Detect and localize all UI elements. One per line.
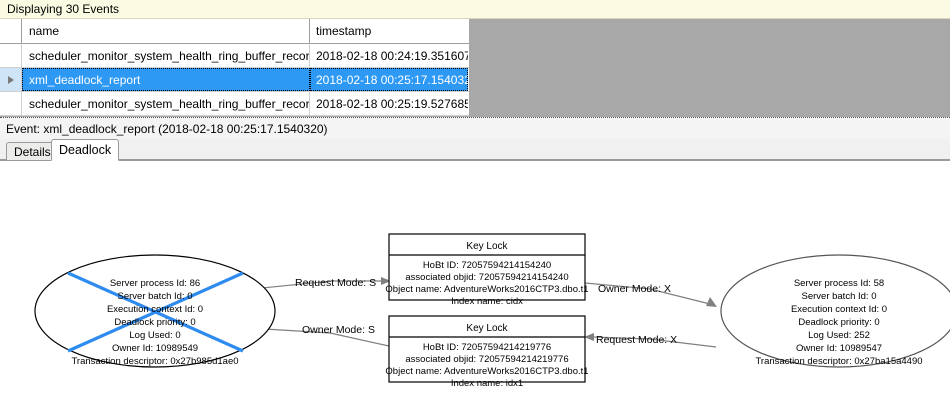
process-right-line-6: Transaction descriptor: 0x27ba15a4490	[755, 356, 922, 367]
edge-right-owner-label: Owner Mode: X	[598, 283, 671, 295]
displaying-events-bar: Displaying 30 Events	[0, 0, 950, 19]
keylock-top-line-3: Index name: cidx	[451, 296, 523, 307]
displaying-events-label: Displaying 30 Events	[7, 2, 120, 16]
process-left-line-6: Transaction descriptor: 0x27b985d1ae0	[71, 356, 238, 367]
process-left-line-5: Owner Id: 10989549	[112, 343, 198, 354]
process-right-line-1: Server batch Id: 0	[802, 291, 877, 302]
process-left-line-0: Server process Id: 86	[110, 278, 200, 289]
process-right-line-5: Owner Id: 10989547	[796, 343, 882, 354]
keylock-bottom-line-1: associated objid: 72057594214219776	[405, 354, 568, 365]
edge-right-request: Request Mode: X	[584, 333, 717, 348]
keylock-top-line-0: HoBt ID: 72057594214154240	[423, 260, 551, 271]
grid-header-row: name timestamp	[0, 19, 469, 44]
tab-deadlock-label: Deadlock	[59, 143, 112, 157]
tab-deadlock[interactable]: Deadlock	[51, 139, 120, 161]
edge-left-owner: Owner Mode: S	[257, 324, 390, 347]
tab-strip: Details Deadlock	[0, 139, 950, 161]
process-right-line-4: Log Used: 252	[808, 330, 870, 341]
keylock-bottom-line-3: Index name: idx1	[451, 378, 523, 389]
process-right-line-2: Execution context Id: 0	[791, 304, 887, 315]
grid-header-selector-cell	[0, 19, 22, 43]
grid-header-timestamp[interactable]: timestamp	[316, 24, 372, 38]
edge-right-request-label: Request Mode: X	[596, 334, 677, 346]
process-right-line-0: Server process Id: 58	[794, 278, 884, 289]
edge-right-owner: Owner Mode: X	[584, 282, 717, 307]
row-selector-cell[interactable]	[0, 68, 22, 91]
edge-left-request-label: Request Mode: S	[295, 277, 376, 289]
keylock-top-title: Key Lock	[466, 241, 508, 252]
table-row[interactable]: xml_deadlock_report 2018-02-18 00:25:17.…	[0, 68, 469, 92]
row-name-cell[interactable]: scheduler_monitor_system_health_ring_buf…	[22, 92, 310, 115]
edge-left-request: Request Mode: S	[251, 277, 391, 290]
deadlock-graph-svg: Request Mode: S Owner Mode: S Owner Mode…	[34, 233, 950, 389]
row-timestamp-cell[interactable]: 2018-02-18 00:25:19.5276859	[316, 96, 468, 111]
row-name-cell[interactable]: xml_deadlock_report	[22, 68, 310, 91]
table-row[interactable]: scheduler_monitor_system_health_ring_buf…	[0, 92, 469, 116]
keylock-bottom-line-2: Object name: AdventureWorks2016CTP3.dbo.…	[385, 366, 588, 377]
resource-node-keylock-top[interactable]: Key Lock HoBt ID: 72057594214154240 asso…	[385, 233, 589, 307]
event-caption-label: Event: xml_deadlock_report (2018-02-18 0…	[6, 121, 328, 136]
process-node-right[interactable]: Server process Id: 58 Server batch Id: 0…	[720, 254, 950, 368]
grid-header-name[interactable]: name	[22, 19, 310, 43]
process-right-line-3: Deadlock priority: 0	[798, 317, 879, 328]
row-timestamp-cell[interactable]: 2018-02-18 00:24:19.3516078	[316, 48, 468, 63]
row-timestamp-cell[interactable]: 2018-02-18 00:25:17.1540320	[310, 68, 468, 91]
row-selector-cell[interactable]	[0, 92, 22, 115]
deadlock-graph-canvas[interactable]: Request Mode: S Owner Mode: S Owner Mode…	[0, 160, 950, 400]
keylock-bottom-line-0: HoBt ID: 72057594214219776	[423, 342, 551, 353]
event-caption: Event: xml_deadlock_report (2018-02-18 0…	[0, 117, 950, 139]
process-left-line-4: Log Used: 0	[129, 330, 180, 341]
events-grid[interactable]: name timestamp scheduler_monitor_system_…	[0, 19, 950, 117]
keylock-top-line-2: Object name: AdventureWorks2016CTP3.dbo.…	[385, 284, 588, 295]
edge-left-owner-label: Owner Mode: S	[302, 324, 375, 336]
row-name-cell[interactable]: scheduler_monitor_system_health_ring_buf…	[22, 44, 310, 67]
current-row-arrow-icon	[7, 75, 14, 84]
keylock-top-line-1: associated objid: 72057594214154240	[405, 272, 568, 283]
process-node-left[interactable]: Server process Id: 86 Server batch Id: 0…	[34, 254, 276, 368]
process-left-line-2: Execution context Id: 0	[107, 304, 203, 315]
events-grid-columns: name timestamp scheduler_monitor_system_…	[0, 19, 469, 116]
resource-node-keylock-bottom[interactable]: Key Lock HoBt ID: 72057594214219776 asso…	[385, 315, 589, 389]
table-row[interactable]: scheduler_monitor_system_health_ring_buf…	[0, 44, 469, 68]
keylock-bottom-title: Key Lock	[466, 323, 508, 334]
tab-details-label: Details	[14, 144, 51, 159]
victim-cross-icon	[67, 271, 244, 353]
process-left-line-1: Server batch Id: 0	[118, 291, 193, 302]
process-left-line-3: Deadlock priority: 0	[114, 317, 195, 328]
row-selector-cell[interactable]	[0, 44, 22, 67]
